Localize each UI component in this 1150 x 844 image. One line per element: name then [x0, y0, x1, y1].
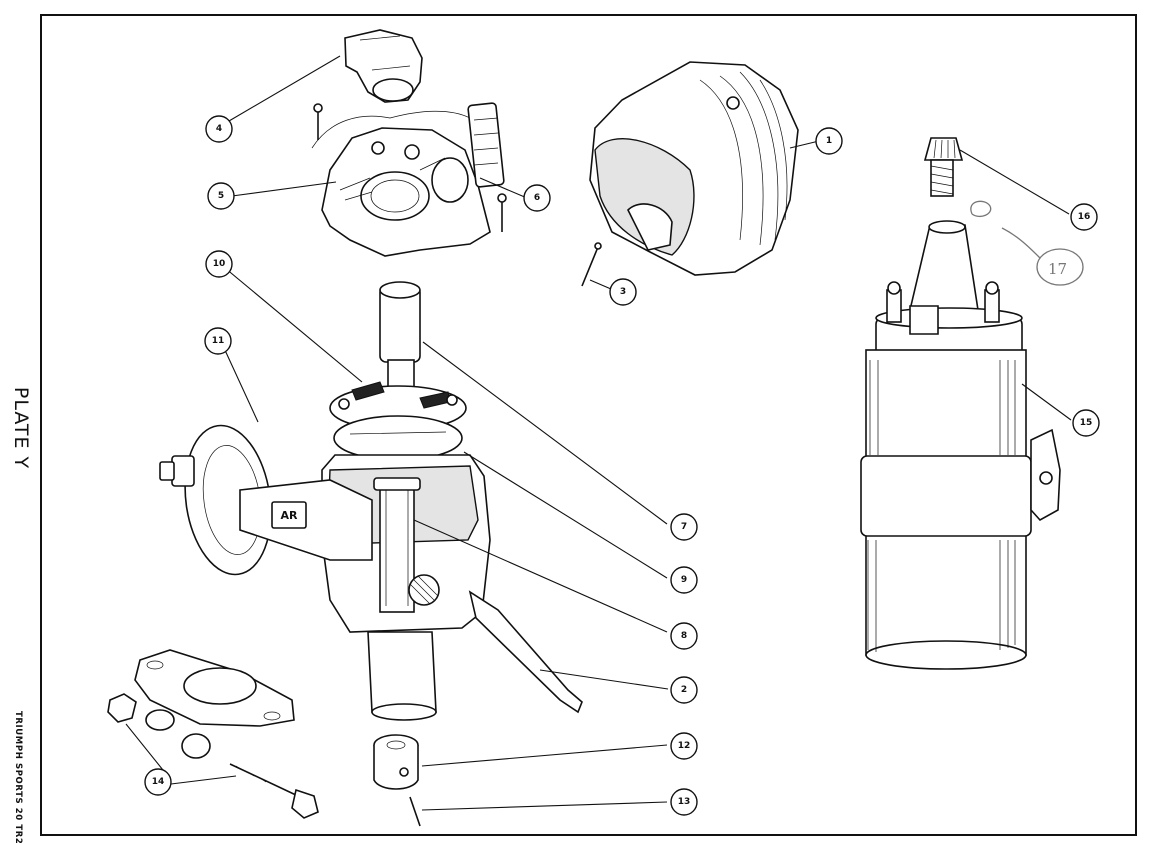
vacuum-unit: AR	[159, 424, 373, 576]
callout-circle	[204, 327, 232, 355]
callout-number: 13	[678, 797, 691, 807]
pencil-number: 17	[1048, 260, 1067, 278]
callout-circle	[523, 184, 551, 212]
callout-8: 8	[670, 622, 698, 650]
callout-circle	[670, 732, 698, 760]
callout-1: 1	[815, 127, 843, 155]
callout-circle	[205, 115, 233, 143]
coil-terminal-nut	[923, 137, 964, 197]
driving-dog	[373, 734, 419, 790]
clamp-plate	[134, 649, 295, 759]
callout-circle	[670, 513, 698, 541]
callout-circle	[609, 278, 637, 306]
callout-15: 15	[1072, 409, 1100, 437]
callout-number: 7	[681, 522, 687, 532]
clamp-bolt	[229, 763, 319, 819]
action-plate	[333, 415, 463, 461]
callout-7: 7	[670, 513, 698, 541]
callout-number: 14	[152, 777, 165, 787]
callout-2: 2	[670, 676, 698, 704]
callout-circle	[1072, 409, 1100, 437]
cap-retaining-pin	[581, 242, 602, 287]
leader-lines	[125, 55, 1072, 811]
callout-circle	[144, 768, 172, 796]
callout-circle	[207, 182, 235, 210]
distributor-cap	[589, 61, 799, 276]
pencil-annotation: 17	[970, 200, 1084, 286]
callout-circle	[815, 127, 843, 155]
callout-number: 6	[534, 193, 540, 203]
callout-circle	[670, 622, 698, 650]
callout-number: 1	[826, 136, 832, 146]
callout-number: 12	[678, 741, 691, 751]
callout-9: 9	[670, 566, 698, 594]
callout-number: 3	[620, 287, 626, 297]
callout-3: 3	[609, 278, 637, 306]
ignition-coil	[860, 220, 1061, 670]
callout-12: 12	[670, 732, 698, 760]
callout-number: 8	[681, 631, 687, 641]
callout-circle	[205, 250, 233, 278]
callout-number: 15	[1080, 418, 1093, 428]
drive-pin	[409, 796, 421, 827]
callout-number: 10	[213, 259, 226, 269]
callout-circle	[670, 676, 698, 704]
housing-marking: AR	[281, 509, 299, 522]
callout-circle	[670, 788, 698, 816]
callout-11: 11	[204, 327, 232, 355]
callout-number: 5	[218, 191, 224, 201]
callout-circle	[1070, 203, 1098, 231]
callout-number: 16	[1078, 212, 1091, 222]
callout-number: 11	[212, 336, 225, 346]
callout-16: 16	[1070, 203, 1098, 231]
callout-number: 2	[681, 685, 687, 695]
clamp-nut	[107, 693, 137, 723]
callout-number: 4	[216, 124, 222, 134]
callout-5: 5	[207, 182, 235, 210]
callout-circle	[670, 566, 698, 594]
callout-10: 10	[205, 250, 233, 278]
callout-14: 14	[144, 768, 172, 796]
condenser	[431, 102, 505, 203]
plate-border	[40, 14, 1137, 836]
callout-13: 13	[670, 788, 698, 816]
rotor-arm	[344, 29, 423, 103]
callout-4: 4	[205, 115, 233, 143]
callout-6: 6	[523, 184, 551, 212]
octane-selector-plate	[468, 590, 583, 714]
callout-number: 9	[681, 575, 687, 585]
